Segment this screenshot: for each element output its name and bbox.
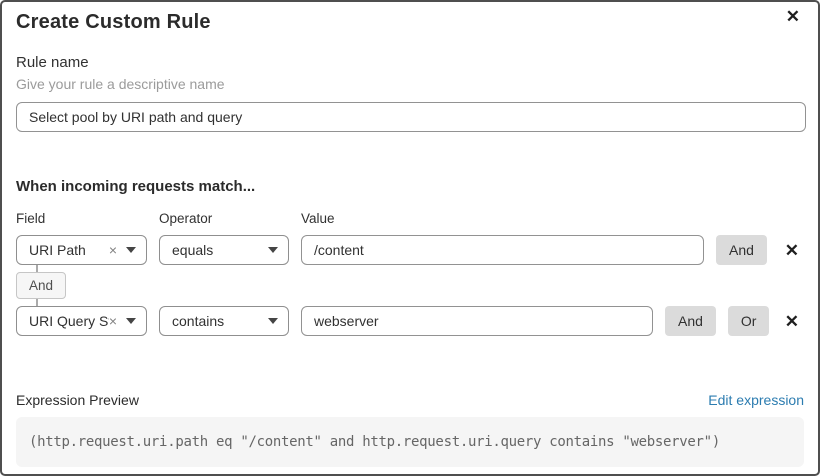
expression-preview-label: Expression Preview bbox=[16, 392, 139, 408]
rule-name-helper: Give your rule a descriptive name bbox=[16, 76, 225, 92]
field-column-label: Field bbox=[16, 211, 46, 226]
operator-select-2[interactable]: contains bbox=[159, 306, 289, 336]
expression-preview-box: (http.request.uri.path eq "/content" and… bbox=[16, 417, 804, 467]
match-row-1: URI Path × equals And ✕ bbox=[16, 235, 804, 265]
field-select-2-value: URI Query St... bbox=[29, 313, 109, 329]
match-section-heading: When incoming requests match... bbox=[16, 178, 256, 195]
operator-select-1-value: equals bbox=[172, 242, 214, 258]
delete-row-2-icon[interactable]: ✕ bbox=[784, 311, 799, 331]
match-row-2: URI Query St... × contains And Or ✕ bbox=[16, 306, 804, 336]
operator-select-2-value: contains bbox=[172, 313, 225, 329]
chevron-down-icon bbox=[268, 247, 278, 253]
expression-preview-header: Expression Preview Edit expression bbox=[16, 392, 804, 408]
chevron-down-icon bbox=[126, 318, 136, 324]
clear-icon[interactable]: × bbox=[108, 313, 117, 329]
field-select-1-value: URI Path bbox=[29, 242, 86, 258]
condition-connector: And bbox=[16, 265, 804, 306]
operator-column-label: Operator bbox=[159, 211, 213, 226]
dialog-title: Create Custom Rule bbox=[16, 11, 211, 33]
delete-row-1-icon[interactable]: ✕ bbox=[784, 240, 799, 260]
value-input-1[interactable] bbox=[301, 235, 704, 265]
connector-line-bottom bbox=[36, 299, 38, 306]
chevron-down-icon bbox=[268, 318, 278, 324]
rule-name-label: Rule name bbox=[16, 54, 89, 71]
expression-text: (http.request.uri.path eq "/content" and… bbox=[29, 434, 720, 450]
close-icon[interactable]: ✕ bbox=[785, 7, 800, 26]
column-labels: Field Operator Value bbox=[16, 211, 804, 226]
and-button-row-1[interactable]: And bbox=[716, 235, 767, 265]
operator-select-1[interactable]: equals bbox=[159, 235, 289, 265]
connector-line-top bbox=[36, 265, 38, 272]
rule-name-input[interactable] bbox=[16, 102, 806, 132]
clear-icon[interactable]: × bbox=[108, 242, 117, 258]
edit-expression-link[interactable]: Edit expression bbox=[708, 392, 804, 408]
field-select-2[interactable]: URI Query St... × bbox=[16, 306, 147, 336]
and-connector-badge: And bbox=[16, 272, 67, 299]
value-column-label: Value bbox=[301, 211, 335, 226]
and-button-row-2[interactable]: And bbox=[665, 306, 716, 336]
value-input-2[interactable] bbox=[301, 306, 653, 336]
chevron-down-icon bbox=[126, 247, 136, 253]
or-button-row-2[interactable]: Or bbox=[727, 306, 770, 336]
field-select-1[interactable]: URI Path × bbox=[16, 235, 147, 265]
